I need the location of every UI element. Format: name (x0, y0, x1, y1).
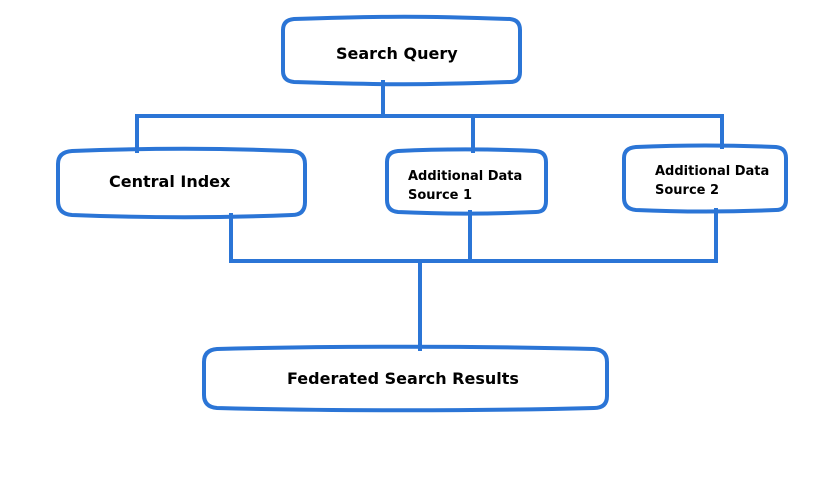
results-label: Federated Search Results (287, 369, 519, 388)
source-2-label-line-1: Additional Data (655, 164, 769, 179)
results-box (202, 344, 609, 413)
search-query-label: Search Query (336, 44, 458, 63)
source-2-label: Additional Data Source 2 (655, 164, 774, 198)
source-1-box (385, 147, 548, 216)
search-query-label-line-1: Search Query (336, 44, 458, 63)
central-index-label-line-1: Central Index (109, 172, 231, 191)
central-index-box (56, 146, 307, 220)
results-label-line-1: Federated Search Results (287, 369, 519, 388)
source-2-label-line-2: Source 2 (655, 183, 719, 198)
source-2-box (622, 143, 788, 214)
source-1-label-line-2: Source 1 (408, 188, 472, 203)
source-1-label: Additional Data Source 1 (408, 169, 527, 203)
central-index-label: Central Index (109, 172, 231, 191)
search-query-box (281, 14, 522, 87)
source-1-label-line-1: Additional Data (408, 169, 522, 184)
